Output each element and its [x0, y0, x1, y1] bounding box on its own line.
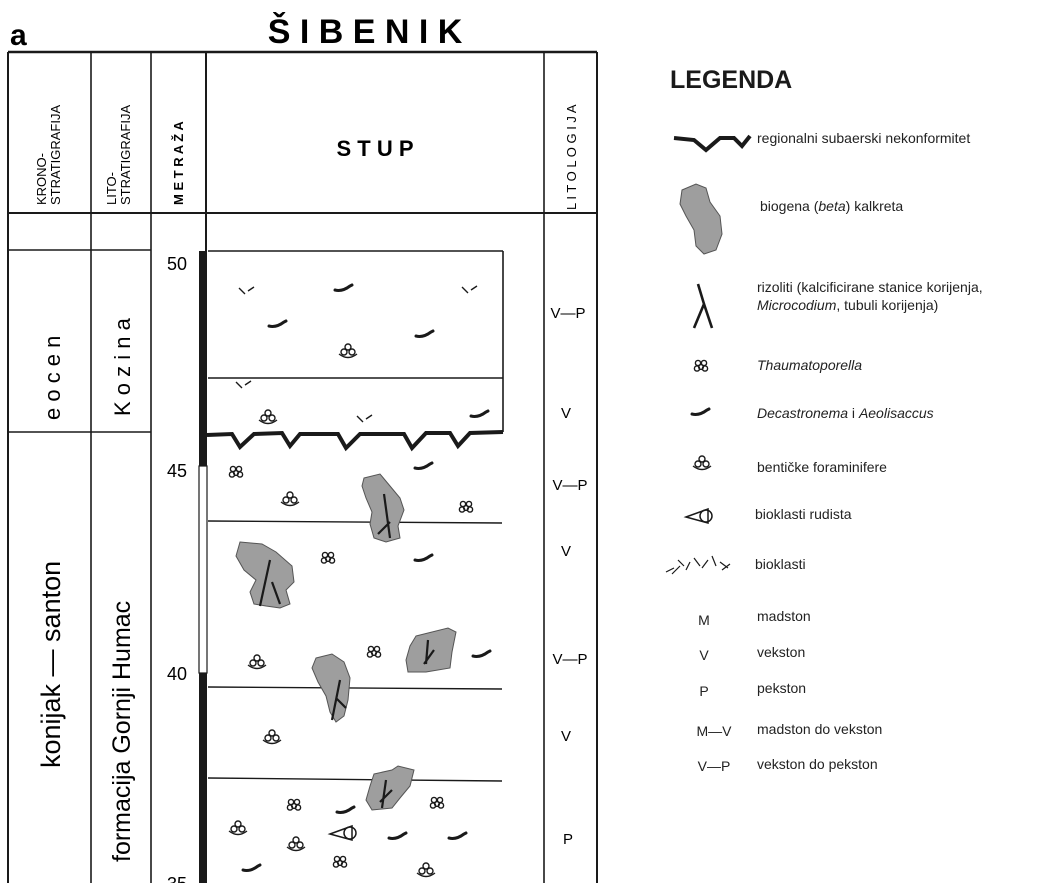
decastronema-symbol	[267, 319, 288, 328]
lithology-code: V	[561, 405, 571, 422]
table-frame	[7, 50, 598, 883]
legend-text-rudist: bioklasti rudista	[755, 506, 852, 522]
legend-abbr-v: V	[699, 647, 709, 663]
thaumatoporella-symbol	[429, 796, 445, 809]
legend-text-decastronema: Decastronema i Aeolisaccus	[757, 405, 934, 421]
depth-scale-bar	[198, 251, 208, 883]
lithology-code: V	[561, 728, 571, 745]
lithology-code: V—P	[552, 651, 587, 668]
bioclast-symbol	[235, 380, 252, 389]
foraminifera-symbol	[286, 836, 306, 852]
decastronema-symbol	[413, 461, 434, 470]
foraminifera-symbol	[338, 343, 358, 359]
thaumatoporella-symbol	[332, 855, 348, 868]
legend-title: LEGENDA	[670, 66, 793, 94]
decastronema-symbol	[241, 863, 262, 872]
legend-text-madston: madston	[757, 608, 811, 624]
panel-label: a	[10, 19, 27, 52]
foraminifera-symbol	[258, 409, 278, 425]
thaumatoporella-symbol	[366, 645, 382, 658]
unconformity-line	[206, 430, 504, 452]
legend-text-calcrete: biogena (beta) kalkreta	[760, 198, 904, 214]
bioclast-symbol	[356, 414, 373, 423]
calcrete-blob	[311, 653, 351, 723]
calcrete-blob	[361, 473, 405, 543]
lithology-code: V	[561, 543, 571, 560]
decastronema-symbol	[387, 831, 408, 840]
legend-text-bioclasts: bioklasti	[755, 556, 806, 572]
lithology-code: V—P	[552, 477, 587, 494]
header-krono: KRONO- STRATIGRAFIJA	[34, 105, 63, 205]
header-lito: LITO- STRATIGRAFIJA	[104, 105, 133, 205]
lithology-code: P	[563, 831, 573, 848]
foraminifera-symbol	[280, 491, 300, 507]
decastronema-symbol	[471, 649, 492, 658]
litho-unit-gornji-humac: formacija Gornji Humac	[108, 601, 136, 862]
foraminifera-symbol	[262, 729, 282, 745]
stratigraphic-column: a Š I B E N I K KRONO- STRATIGRAFIJA LIT…	[7, 12, 598, 883]
depth-tick-35: 35	[167, 874, 187, 883]
chrono-unit-eocen: e o c e n	[40, 336, 65, 420]
header-litologija: L I T O L O G I J A	[564, 104, 579, 210]
thaumatoporella-symbol	[286, 798, 302, 811]
bioclast-symbol	[461, 285, 478, 294]
thaumatoporella-symbol	[228, 465, 244, 478]
decastronema-symbol	[469, 409, 490, 418]
legend-abbr-v-p: V—P	[697, 758, 731, 774]
bioclasts-icon	[665, 555, 731, 575]
chrono-unit-konijak-santon: konijak — santon	[36, 561, 66, 768]
decastronema-symbol	[447, 831, 468, 840]
legend-abbr-m-v: M—V	[696, 723, 732, 739]
decastronema-symbol	[335, 805, 356, 814]
legend-text-pekston: pekston	[757, 680, 807, 696]
legend-abbr-m: M	[698, 612, 710, 628]
decastronema-symbol	[414, 329, 435, 338]
figure-title: Š I B E N I K	[268, 12, 463, 51]
decastronema-icon	[690, 407, 711, 416]
decastronema-symbol	[333, 283, 354, 292]
legend-text-unconformity: regionalni subaerski nekonformitet	[757, 130, 971, 146]
rhizolith-icon	[692, 283, 714, 329]
foraminifera-symbol	[247, 654, 267, 670]
header-stup: S T U P	[336, 136, 413, 161]
thaumatoporella-symbol	[458, 500, 474, 513]
decastronema-symbol	[413, 553, 434, 562]
depth-tick-50: 50	[167, 254, 187, 274]
lithology-code: V—P	[550, 305, 585, 322]
header-metraza: M E T R A Ž A	[171, 121, 186, 205]
rudist-bioclast-symbol	[329, 825, 357, 841]
legend-text-foraminifera: bentičke foraminifere	[757, 459, 887, 475]
depth-tick-45: 45	[167, 461, 187, 481]
foraminifera-symbol	[228, 820, 248, 836]
benthic-foraminifera-icon	[692, 455, 712, 471]
calcrete-blob	[365, 765, 415, 811]
legend-text-madston-do-vekston: madston do vekston	[757, 721, 883, 737]
depth-tick-40: 40	[167, 664, 187, 684]
legend-text-vekston-do-pekston: vekston do pekston	[757, 756, 878, 772]
legend-text-rhizolith: rizoliti (kalcificirane stanice korijenj…	[757, 279, 983, 313]
calcrete-blob	[235, 541, 295, 609]
legend-abbr-p: P	[699, 683, 709, 699]
rudist-bioclast-icon	[683, 507, 713, 524]
litho-unit-kozina: K o z i n a	[110, 317, 135, 416]
legend-text-thaumatoporella: Thaumatoporella	[757, 357, 863, 373]
foraminifera-symbol	[416, 862, 436, 878]
bioclast-symbol	[238, 286, 255, 295]
calcrete-blob-icon	[679, 183, 723, 255]
calcrete-blob	[405, 627, 457, 673]
unconformity-line-icon	[673, 134, 752, 153]
legend-text-vekston: vekston	[757, 644, 806, 660]
thaumatoporella-icon	[693, 359, 709, 372]
thaumatoporella-symbol	[320, 551, 336, 564]
